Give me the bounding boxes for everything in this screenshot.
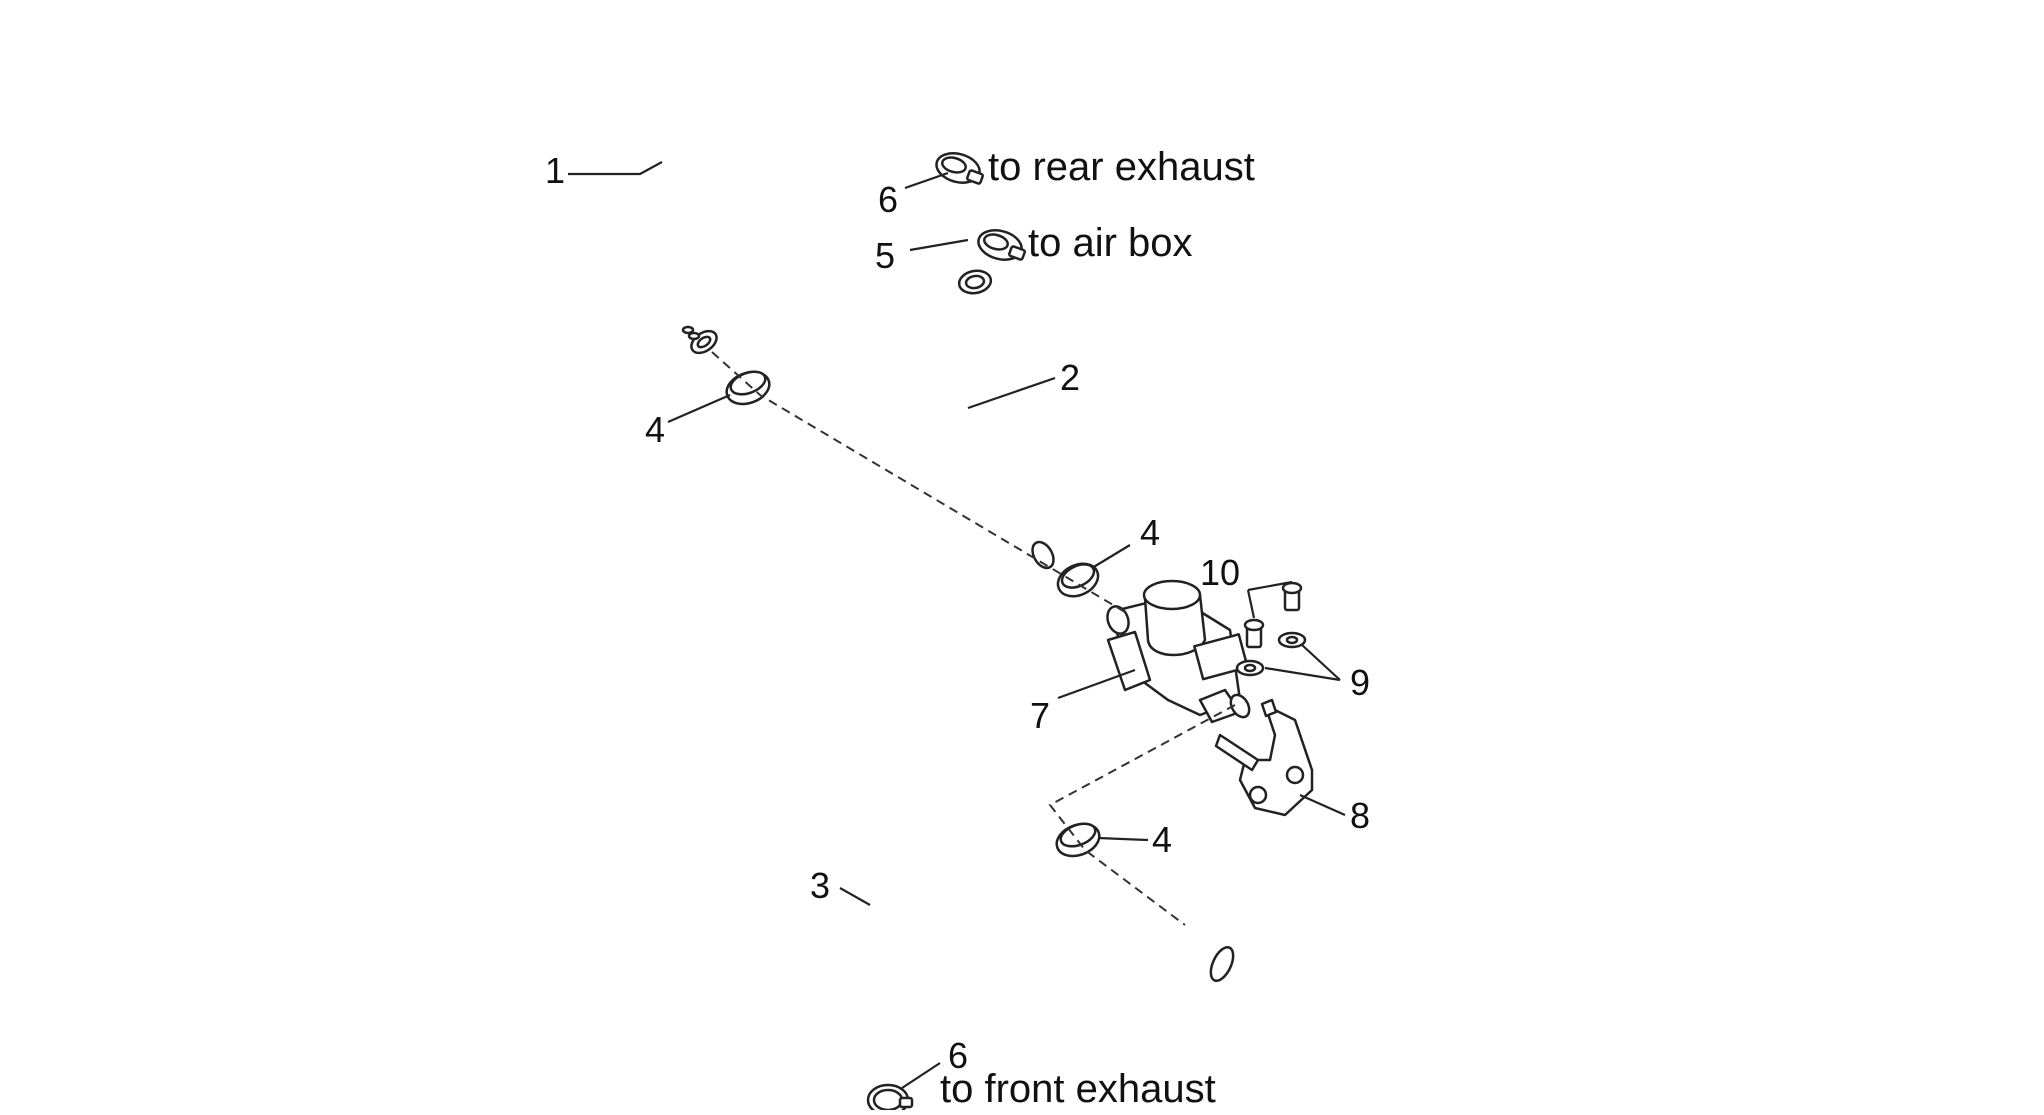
label-to-air-box: to air box <box>1028 221 1193 265</box>
hose-1 <box>640 1 1003 362</box>
part-number-4-upper: 4 <box>645 409 665 450</box>
valve-7 <box>1106 579 1251 724</box>
washer-9b <box>1277 631 1307 649</box>
screw-10b <box>1281 581 1303 612</box>
clamp-4-middle <box>1056 562 1100 598</box>
leader-8 <box>1299 793 1346 817</box>
hose-2 <box>938 269 1055 570</box>
leader-6a <box>904 171 949 190</box>
part-number-5: 5 <box>875 235 895 276</box>
leader-1 <box>568 161 663 176</box>
leader-4a <box>667 393 731 424</box>
leader-4b <box>1091 544 1131 569</box>
leader-6b <box>901 1062 941 1089</box>
part-number-6-upper: 6 <box>878 179 898 220</box>
clamp-4-upper <box>725 370 771 406</box>
leader-10 <box>1246 580 1293 619</box>
leader-4c <box>1097 836 1149 842</box>
washer-9a <box>1235 659 1265 677</box>
leader-2 <box>967 376 1056 410</box>
leader-3 <box>839 887 871 906</box>
label-to-rear-exhaust: to rear exhaust <box>988 145 1255 189</box>
leader-9 <box>1264 644 1341 682</box>
leader-5 <box>909 238 969 252</box>
leader-7 <box>1057 668 1136 700</box>
part-number-10: 10 <box>1200 552 1240 593</box>
part-number-4-lower: 4 <box>1152 819 1172 860</box>
clamp-5 <box>977 229 1026 261</box>
bracket-8 <box>1214 698 1314 817</box>
part-number-8: 8 <box>1350 795 1370 836</box>
part-number-9: 9 <box>1350 662 1370 703</box>
part-number-3: 3 <box>810 865 830 906</box>
label-to-front-exhaust: to front exhaust <box>940 1067 1216 1110</box>
screw-10a <box>1243 618 1265 649</box>
part-number-7: 7 <box>1030 695 1050 736</box>
assembly-line-2 <box>1048 704 1236 926</box>
assembly-line-1 <box>711 351 1131 616</box>
clamp-6-lower <box>866 1083 914 1115</box>
part-number-6-lower: 6 <box>948 1035 968 1076</box>
part-number-4-middle: 4 <box>1140 512 1160 553</box>
hose-3 <box>787 816 1238 1085</box>
clamp-6-upper <box>935 152 984 185</box>
part-number-1: 1 <box>545 150 565 191</box>
part-number-2: 2 <box>1060 357 1080 398</box>
